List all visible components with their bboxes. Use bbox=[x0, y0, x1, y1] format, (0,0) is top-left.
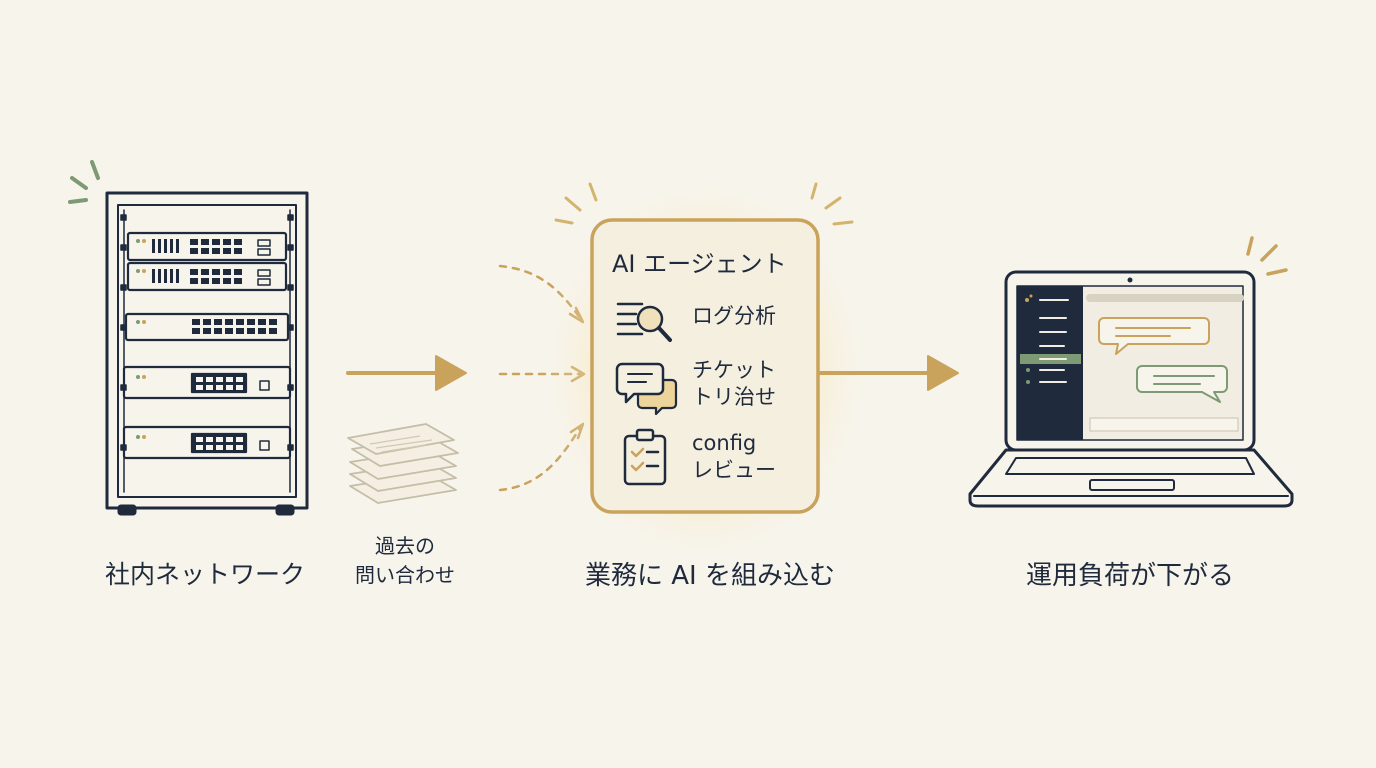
history-label-line1: 過去の bbox=[375, 534, 435, 558]
rack-switch-1 bbox=[126, 231, 288, 262]
agent-sparkle-icon bbox=[554, 182, 854, 226]
documents-stack-icon bbox=[347, 423, 459, 504]
agent-item-config-review: config レビュー bbox=[692, 430, 776, 484]
history-label: 過去の 問い合わせ bbox=[335, 532, 475, 590]
rack-switch-4 bbox=[122, 365, 292, 400]
magnifier-log-icon bbox=[616, 302, 672, 342]
agent-item-label: config bbox=[692, 431, 757, 455]
laptop-icon bbox=[968, 236, 1294, 508]
chat-bubbles-icon bbox=[615, 362, 678, 416]
arrow-agent-to-laptop bbox=[818, 355, 959, 391]
agent-item-label: チケット bbox=[692, 358, 776, 382]
laptop-sparkle-icon bbox=[1246, 236, 1288, 276]
clipboard-checklist-icon bbox=[623, 428, 667, 486]
history-label-line2: 問い合わせ bbox=[355, 563, 455, 587]
agent-item-log-analysis: ログ分析 bbox=[692, 303, 776, 330]
rack-switch-5 bbox=[122, 425, 292, 460]
arrow-network-to-history bbox=[346, 355, 467, 391]
server-rack-icon bbox=[68, 160, 309, 516]
agent-item-ticket-triage: チケット トリ治せ bbox=[692, 357, 776, 411]
network-label: 社内ネットワーク bbox=[104, 560, 305, 589]
agent-item-label: ログ分析 bbox=[692, 304, 776, 328]
agent-item-label: レビュー bbox=[692, 458, 776, 482]
agent-item-label: トリ治せ bbox=[692, 385, 776, 409]
rack-sparkle-icon bbox=[68, 160, 100, 204]
rack-switch-3 bbox=[124, 312, 290, 342]
agent-title: AI エージェント bbox=[612, 250, 787, 278]
integrate-label: 業務に AI を組み込む bbox=[585, 561, 835, 591]
result-label: 運用負荷が下がる bbox=[1025, 561, 1234, 591]
rack-switch-2 bbox=[126, 261, 288, 292]
